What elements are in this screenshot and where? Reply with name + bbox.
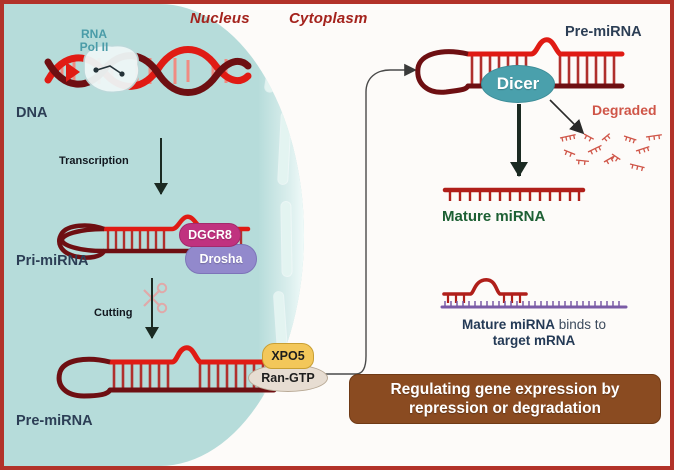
mature-mirna-strand [442, 187, 586, 201]
summary-box: Regulating gene expression by repression… [349, 374, 661, 424]
nuclear-export-arrow [315, 63, 417, 375]
dna-label: DNA [16, 105, 48, 121]
binding-caption-rest: binds to [554, 317, 607, 332]
degraded-fragments [559, 133, 662, 172]
binding-caption-line2: target mRNA [419, 333, 649, 349]
degradation-arrow [549, 99, 585, 135]
cutting-label: Cutting [94, 307, 133, 319]
summary-text: Regulating gene expression by repression… [390, 380, 619, 418]
summary-line-2: repression or degradation [408, 400, 602, 417]
rna-pol-ii-label-line1: RNA [81, 27, 107, 41]
transcription-arrow [153, 138, 169, 195]
binding-caption-bold: Mature miRNA [461, 317, 555, 332]
xpo5-protein[interactable]: XPO5 [262, 343, 314, 369]
arrow-shaft [150, 278, 154, 338]
dgcr8-protein[interactable]: DGCR8 [179, 223, 241, 247]
cutting-arrow [144, 278, 160, 339]
binding-caption-line1: Mature miRNA binds to [419, 317, 649, 333]
rna-pol-ii-label-line2: Pol II [79, 40, 109, 54]
nuclear-pore [281, 201, 292, 277]
nucleus-label: Nucleus [190, 10, 250, 27]
binding-caption-line2-text: target mRNA [492, 333, 576, 348]
arrow-shaft [159, 138, 163, 194]
pre-mirna-cytoplasm-label: Pre-miRNA [565, 24, 642, 40]
nucleus-compartment [4, 4, 304, 466]
mirna-mrna-duplex [440, 278, 628, 309]
dicing-arrow [509, 104, 529, 177]
drosha-protein[interactable]: Drosha [185, 244, 257, 274]
mature-mirna-label: Mature miRNA [442, 208, 546, 225]
arrow-head [510, 162, 528, 177]
arrow-head [154, 183, 168, 195]
arrow-head [145, 327, 159, 339]
degraded-label: Degraded [592, 102, 657, 118]
mirna-binding-caption: Mature miRNA binds to target mRNA [419, 317, 649, 349]
pre-mirna-nucleus-label: Pre-miRNA [16, 413, 93, 429]
rna-pol-ii-label: RNA Pol II [66, 28, 122, 54]
cytoplasm-label: Cytoplasm [289, 10, 368, 27]
arrow-shaft [517, 104, 521, 176]
transcription-label: Transcription [59, 155, 129, 167]
dicer-protein[interactable]: Dicer [481, 65, 555, 103]
pri-mirna-label: Pri-miRNA [16, 253, 89, 269]
summary-line-1: Regulating gene expression by [390, 381, 620, 398]
